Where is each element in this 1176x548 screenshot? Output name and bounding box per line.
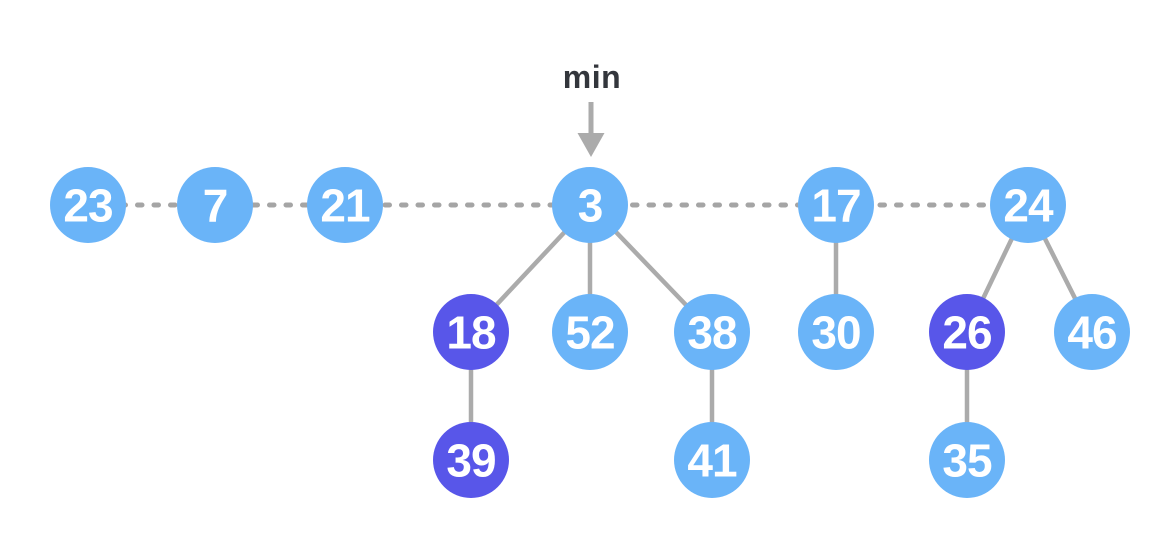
- heap-node-38: 38: [674, 294, 750, 370]
- heap-node-7: 7: [177, 167, 253, 243]
- node-circle: [552, 294, 628, 370]
- node-circle: [552, 167, 628, 243]
- node-circle-marked: [929, 294, 1005, 370]
- node-circle: [1054, 294, 1130, 370]
- heap-node-52: 52: [552, 294, 628, 370]
- node-value: 7: [203, 180, 228, 232]
- heap-node-26: 26: [929, 294, 1005, 370]
- node-value: 38: [687, 307, 737, 359]
- node-value: 41: [687, 435, 737, 487]
- heap-node-39: 39: [433, 422, 509, 498]
- node-value: 46: [1067, 307, 1116, 359]
- node-circle: [929, 422, 1005, 498]
- heap-node-17: 17: [798, 167, 874, 243]
- heap-node-24: 24: [990, 167, 1066, 243]
- node-value: 24: [1003, 180, 1054, 232]
- node-circle: [307, 167, 383, 243]
- heap-node-18: 18: [433, 294, 509, 370]
- node-value: 17: [811, 180, 860, 232]
- node-circle: [177, 167, 253, 243]
- node-circle-marked: [433, 422, 509, 498]
- node-circle-marked: [433, 294, 509, 370]
- node-value: 52: [565, 307, 614, 359]
- node-value: 30: [811, 307, 860, 359]
- heap-node-3: 3: [552, 167, 628, 243]
- node-value: 21: [320, 180, 370, 232]
- node-value: 26: [942, 307, 991, 359]
- node-circle: [990, 167, 1066, 243]
- min-pointer: min: [563, 59, 621, 157]
- heap-node-21: 21: [307, 167, 383, 243]
- node-value: 39: [446, 435, 495, 487]
- node-value: 23: [63, 180, 112, 232]
- heap-node-46: 46: [1054, 294, 1130, 370]
- min-label: min: [563, 59, 621, 95]
- heap-node-30: 30: [798, 294, 874, 370]
- node-circle: [798, 167, 874, 243]
- node-circle: [50, 167, 126, 243]
- heap-node-35: 35: [929, 422, 1005, 498]
- heap-node-41: 41: [674, 422, 750, 498]
- heap-nodes-layer: 23 7 21 3 17 24 18 52 38 30 26 46 39 41 35: [50, 167, 1130, 498]
- node-value: 35: [942, 435, 992, 487]
- node-circle: [798, 294, 874, 370]
- node-circle: [674, 294, 750, 370]
- min-arrow-head-icon: [577, 133, 605, 157]
- node-value: 3: [578, 180, 603, 232]
- node-value: 18: [446, 307, 496, 359]
- node-circle: [674, 422, 750, 498]
- heap-node-23: 23: [50, 167, 126, 243]
